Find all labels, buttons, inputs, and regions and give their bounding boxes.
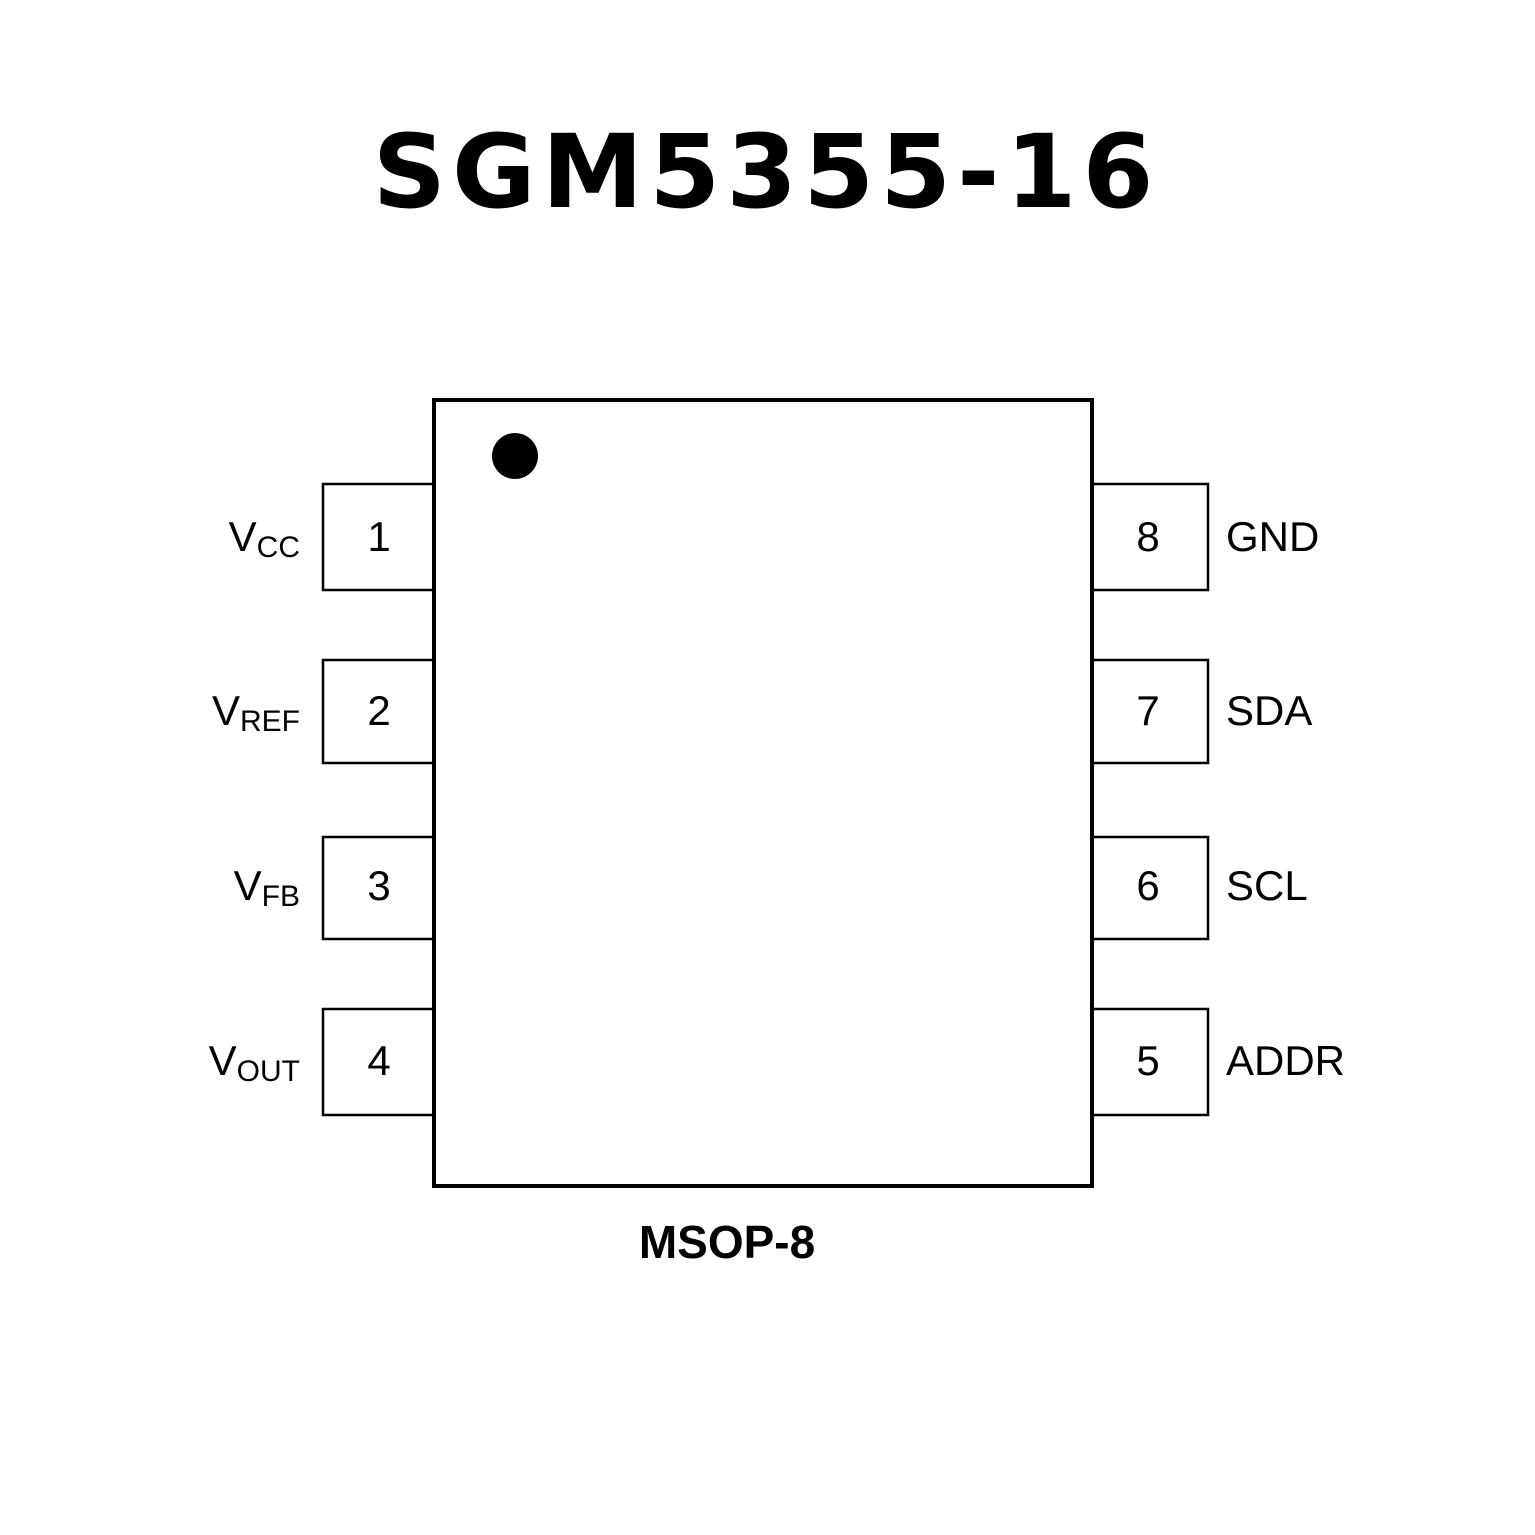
pin-number: 5: [1136, 1037, 1159, 1084]
chip-title: SGM5355-16: [373, 113, 1160, 232]
pin-number: 1: [367, 513, 390, 560]
pin-number: 3: [367, 862, 390, 909]
pin-5: 5 ADDR: [1090, 1007, 1345, 1117]
pin-6: 6 SCL: [1090, 835, 1308, 941]
pin-pad: [1090, 482, 1210, 592]
pin-label: SCL: [1226, 862, 1308, 909]
pin-1: 1 VCC: [229, 482, 436, 592]
pin-number: 6: [1136, 862, 1159, 909]
pin-pad: [321, 1007, 436, 1117]
pin-label: VREF: [212, 687, 300, 738]
pin-8: 8 GND: [1090, 482, 1319, 592]
pin-label: VOUT: [209, 1037, 300, 1088]
pin-4: 4 VOUT: [209, 1007, 436, 1117]
chip-body: [432, 398, 1094, 1188]
pin-pad: [321, 482, 436, 592]
pin-pad: [1090, 835, 1210, 941]
pin-number: 4: [367, 1037, 390, 1084]
pin-pad: [1090, 1007, 1210, 1117]
pin-label: ADDR: [1226, 1037, 1345, 1084]
pin-2: 2 VREF: [212, 658, 436, 765]
pin-number: 2: [367, 687, 390, 734]
pin-label: GND: [1226, 513, 1319, 560]
pin-number: 8: [1136, 513, 1159, 560]
pin-label: SDA: [1226, 687, 1312, 734]
package-label: MSOP-8: [639, 1216, 815, 1268]
pin-pad: [321, 835, 436, 941]
pin-pad: [1090, 658, 1210, 765]
pin1-indicator-dot: [492, 433, 538, 479]
pin-7: 7 SDA: [1090, 658, 1312, 765]
pin-label: VCC: [229, 513, 300, 564]
pin-pad: [321, 658, 436, 765]
pin-3: 3 VFB: [234, 835, 436, 941]
pin-number: 7: [1136, 687, 1159, 734]
pin-label: VFB: [234, 862, 300, 913]
